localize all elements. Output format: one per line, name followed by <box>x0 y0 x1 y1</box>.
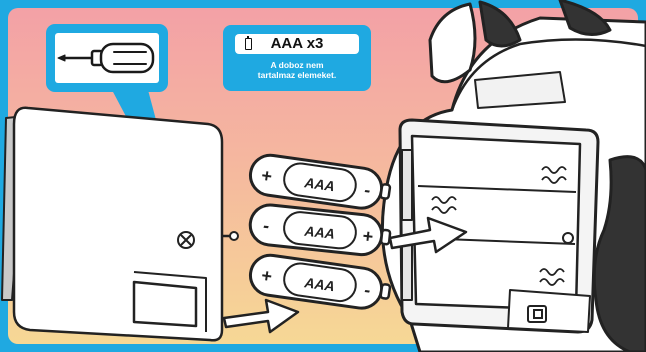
device-body <box>380 0 646 352</box>
battery-label-pill: AAA x3 <box>235 34 359 54</box>
battery-2-left-symbol: - <box>262 215 270 236</box>
battery-cover <box>1 106 239 342</box>
battery-icon <box>245 36 252 50</box>
battery-note-box: AAA x3 A doboz nem tartalmaz elemeket. <box>223 25 371 91</box>
screwdriver-box <box>46 24 168 92</box>
battery-1-right-symbol: - <box>363 180 372 201</box>
battery-3-left-symbol: + <box>260 265 274 286</box>
battery-label: AAA x3 <box>270 35 324 52</box>
battery-3: + AAA - <box>248 253 392 310</box>
arrow-batteries-to-device <box>388 216 468 254</box>
battery-1-left-symbol: + <box>260 165 274 186</box>
battery-1: + AAA - <box>248 153 392 210</box>
arrow-cover-to-device <box>222 298 300 334</box>
switch-icon <box>527 305 547 323</box>
screw-icon <box>177 231 195 249</box>
battery-3-right-symbol: - <box>363 280 372 301</box>
battery-2-label: AAA <box>303 223 336 242</box>
battery-2: - AAA + <box>248 203 392 257</box>
battery-3-label: AAA <box>303 274 336 294</box>
battery-2-right-symbol: + <box>361 226 374 247</box>
screwdriver-icon <box>57 42 155 74</box>
battery-1-label: AAA <box>303 174 336 194</box>
batteries-not-included-line-2: tartalmaz elemeket. <box>257 70 337 80</box>
battery-springs <box>431 166 567 286</box>
batteries-not-included-line-1: A doboz nem <box>270 60 324 70</box>
